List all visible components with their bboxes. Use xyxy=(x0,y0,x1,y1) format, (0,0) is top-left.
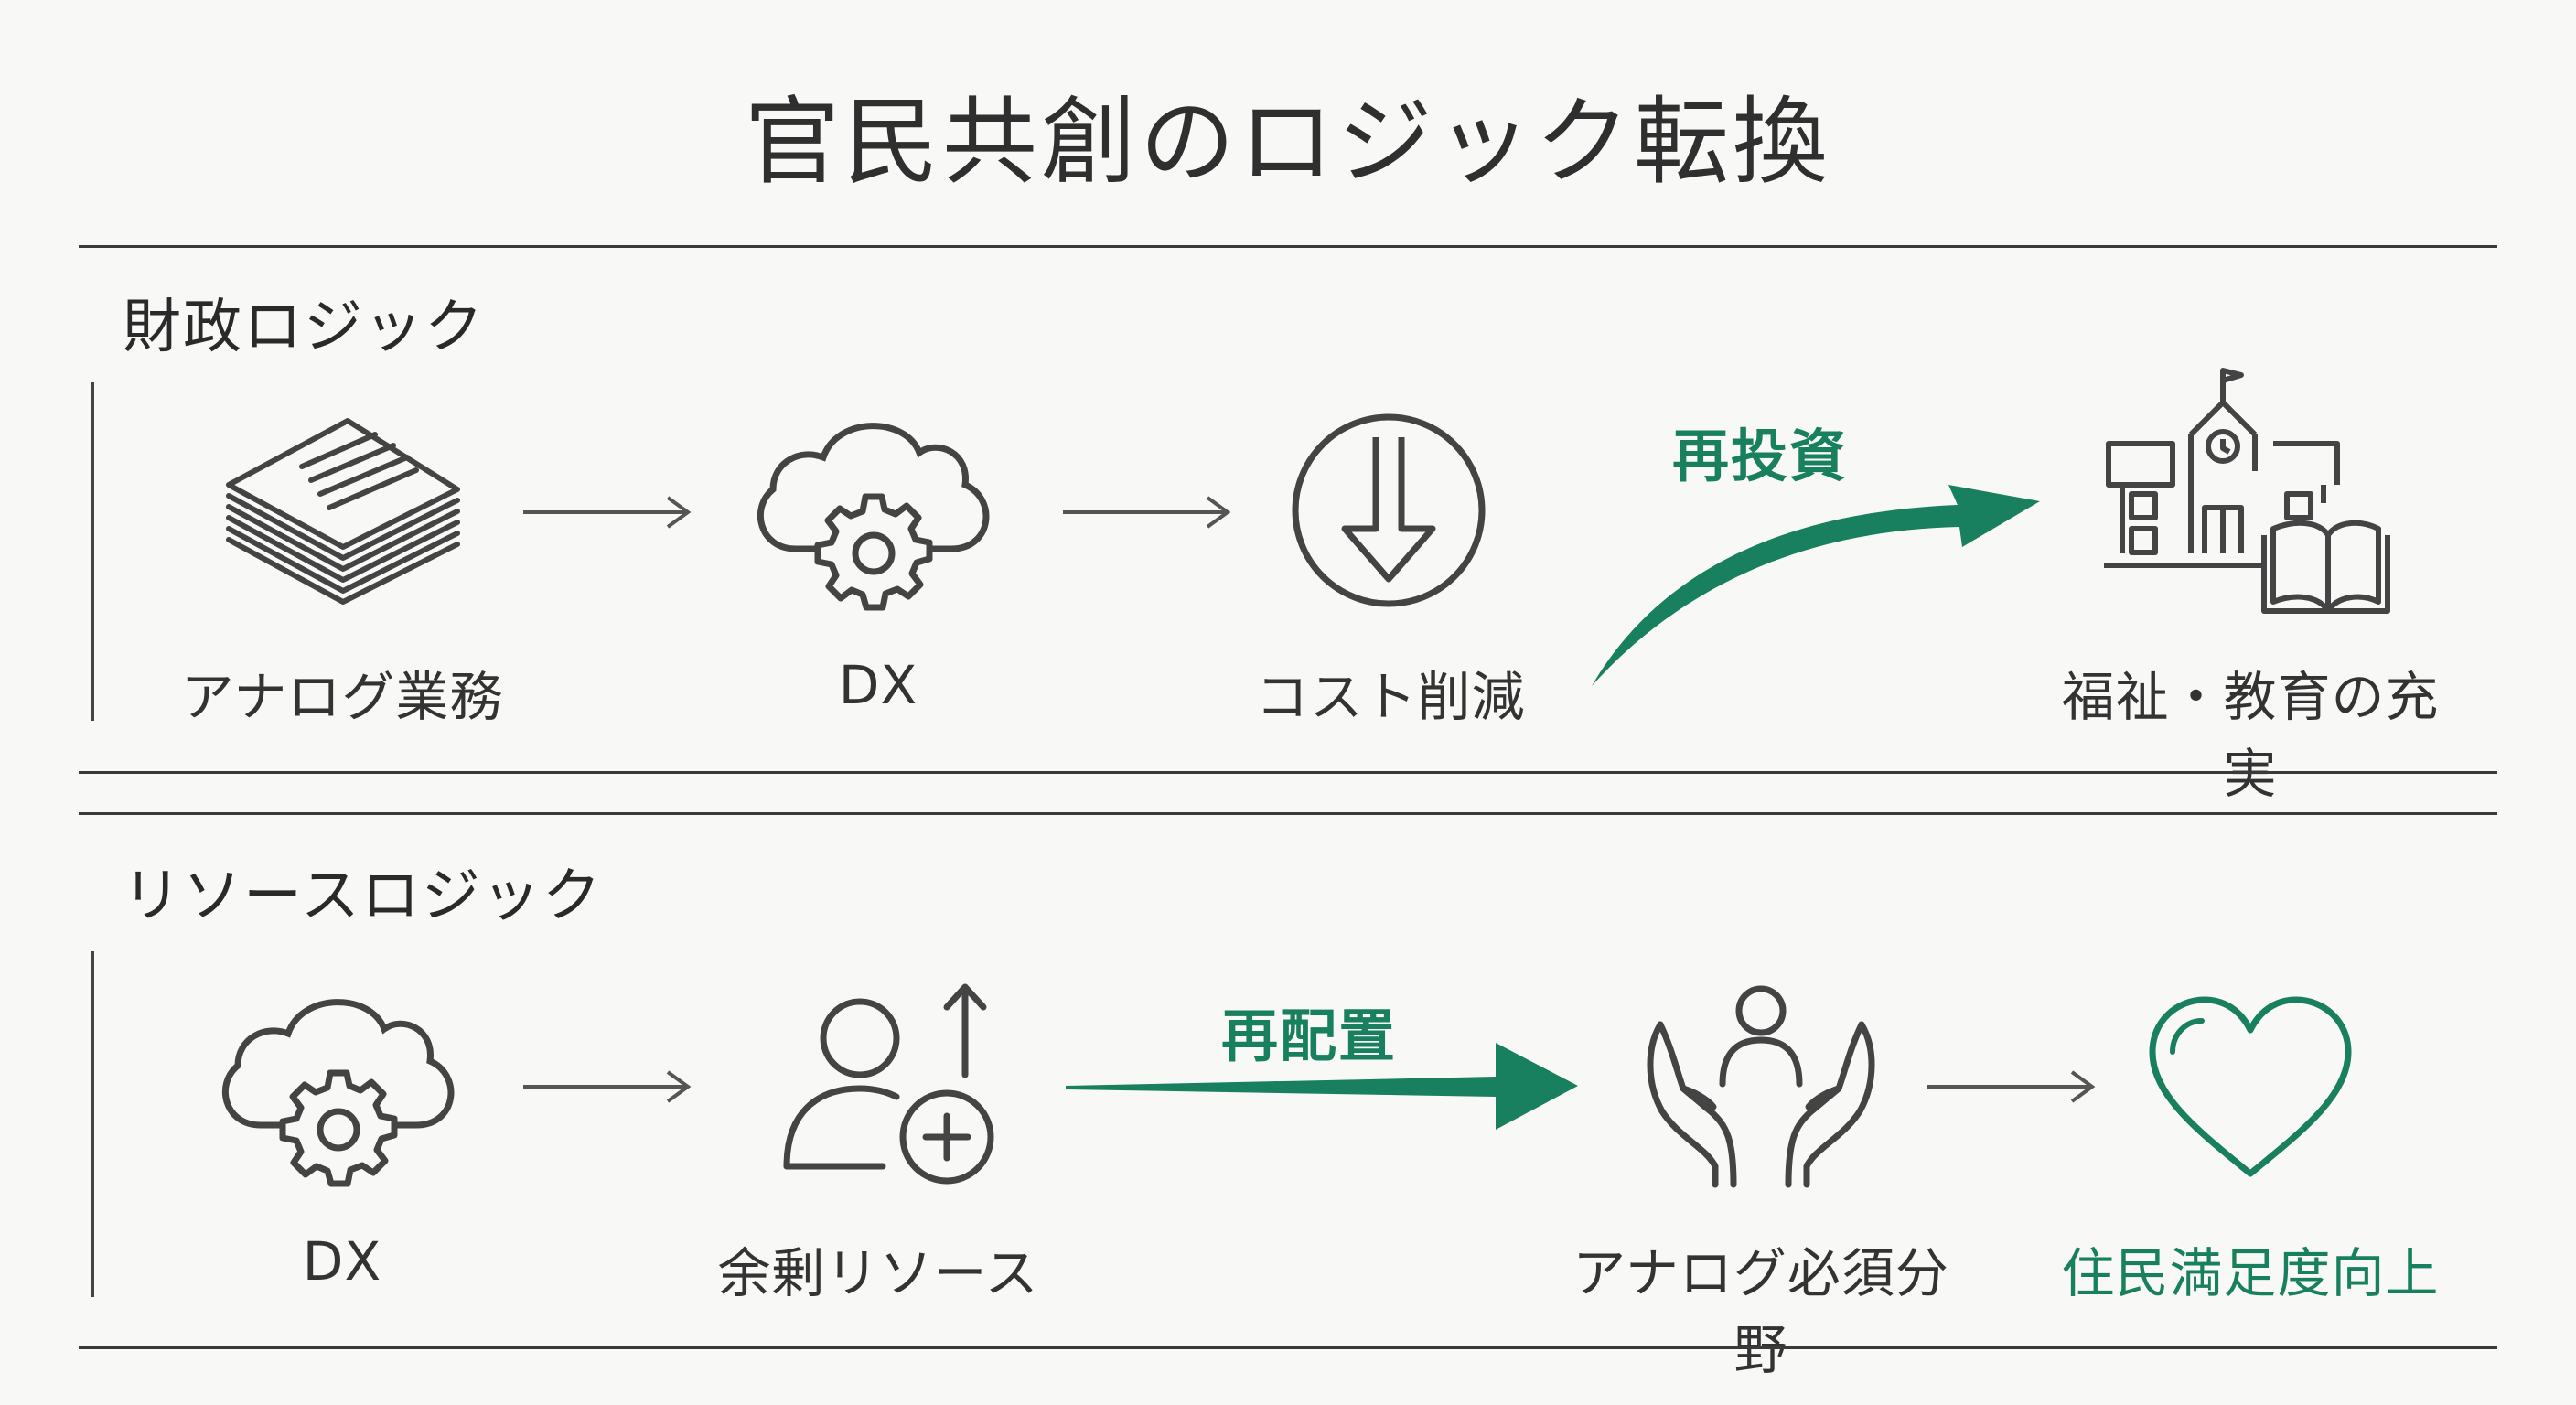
bottom-divider xyxy=(79,1346,2497,1349)
fiscal-node-label-4: 福祉・教育の充実 xyxy=(2061,666,2440,805)
reinvest-label: 再投資 xyxy=(1672,423,1849,489)
resource-section-bar xyxy=(91,951,94,1297)
fiscal-section-bar xyxy=(91,382,94,721)
cloud-gear-icon xyxy=(221,999,455,1194)
page-title: 官民共創のロジック転換 xyxy=(744,86,1831,198)
fiscal-arrow-2 xyxy=(1063,496,1231,529)
resource-node-label-2: 余剰リソース xyxy=(717,1242,1039,1304)
resource-arrow-2 xyxy=(1927,1070,2096,1103)
fiscal-arrow-1 xyxy=(523,496,692,529)
fiscal-section-label: 財政ロジック xyxy=(123,294,485,361)
hands-person-icon xyxy=(1647,985,1875,1188)
reallocate-arrow xyxy=(1066,1043,1578,1130)
resource-node-label-4: 住民満足度向上 xyxy=(2061,1242,2440,1304)
school-book-icon xyxy=(2104,368,2390,614)
resource-section-label: リソースロジック xyxy=(123,863,603,930)
resource-arrow-1 xyxy=(523,1070,692,1103)
resource-node-label-3: アナログ必須分野 xyxy=(1572,1242,1949,1381)
resource-node-label-1: DX xyxy=(302,1230,382,1292)
document-stack-icon xyxy=(226,418,460,605)
fiscal-node-label-3: コスト削減 xyxy=(1255,666,1526,728)
person-add-icon xyxy=(783,983,994,1185)
middle-divider-1 xyxy=(79,771,2497,774)
top-divider xyxy=(79,245,2497,248)
fiscal-node-label-1: アナログ業務 xyxy=(180,666,504,728)
down-arrow-circle-icon xyxy=(1292,413,1486,607)
reallocate-label: 再配置 xyxy=(1221,1003,1398,1069)
reinvest-arrow xyxy=(1592,485,2040,686)
cloud-gear-icon xyxy=(757,423,990,617)
middle-divider-2 xyxy=(79,812,2497,815)
fiscal-node-label-2: DX xyxy=(838,654,918,716)
heart-icon xyxy=(2149,996,2352,1177)
